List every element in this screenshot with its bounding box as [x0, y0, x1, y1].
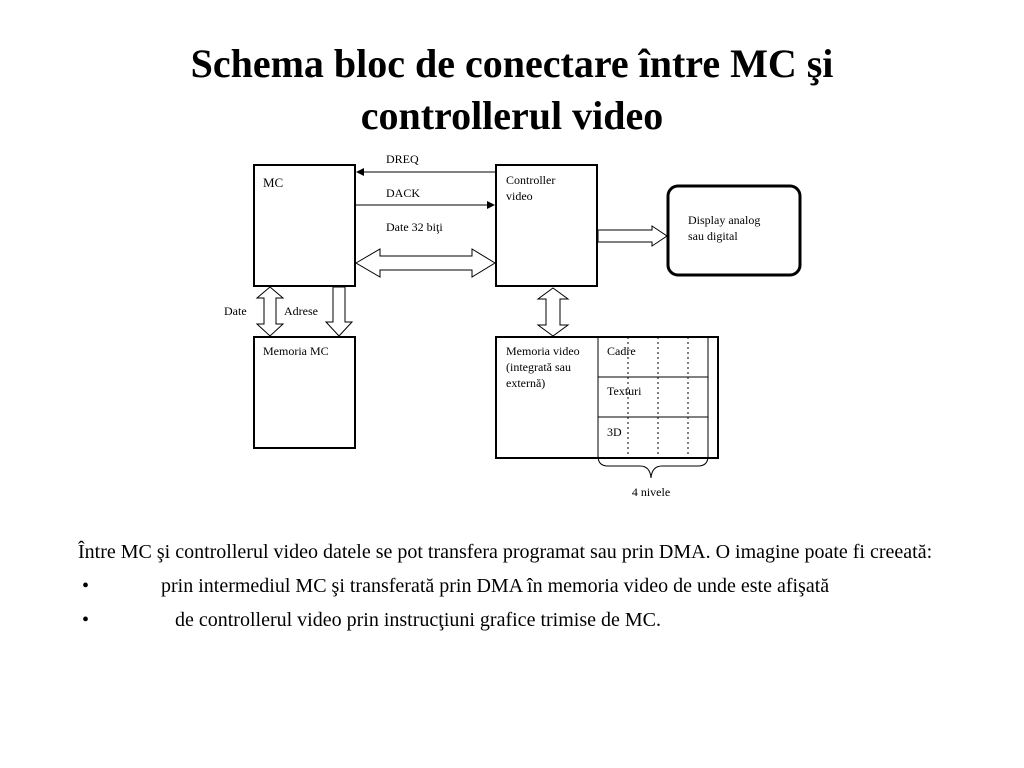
memoria-mc-label: Memoria MC: [263, 344, 329, 358]
cadre-label: Cadre: [607, 344, 636, 358]
memoria-video-box: [495, 336, 719, 459]
mc-memory-data-arrow: [255, 286, 285, 337]
display-label-line1: Display analog: [688, 213, 760, 227]
bullet-symbol: •: [82, 609, 90, 631]
adrese-label: Adrese: [284, 304, 318, 318]
body-text: Între MC şi controllerul video datele se…: [78, 536, 971, 638]
memory-layers-grid: [597, 337, 709, 458]
display-label-line2: sau digital: [688, 229, 738, 243]
intro-paragraph: Între MC şi controllerul video datele se…: [78, 541, 933, 563]
slide-title: Schema bloc de conectare între MC şi con…: [40, 38, 984, 142]
date32-label: Date 32 biţi: [386, 220, 443, 234]
block-diagram: MC Controller video Display analog sau d…: [224, 152, 802, 499]
levels-brace: [597, 455, 709, 479]
memoria-video-label-line2: (integrată sau: [506, 360, 571, 374]
date-label: Date: [224, 304, 247, 318]
mc-memory-address-arrow: [324, 286, 354, 337]
dack-label: DACK: [386, 186, 420, 200]
controller-video-box: [495, 164, 598, 287]
bullet-item-1: • prin intermediul MC şi transferată prin…: [78, 570, 971, 602]
memoria-video-label-line3: externă): [506, 376, 545, 390]
controller-display-arrow: [597, 225, 668, 247]
mc-label: MC: [263, 175, 283, 190]
data-bus-arrow: [355, 248, 496, 278]
bullet-1-text: prin intermediul MC şi transferată prin …: [161, 575, 830, 597]
3d-label: 3D: [607, 425, 622, 439]
display-box: [666, 184, 802, 277]
texturi-label: Texturi: [607, 384, 642, 398]
controller-vram-arrow: [536, 287, 570, 337]
controller-label-line2: video: [506, 189, 533, 203]
bullet-2-text: de controllerul video prin instrucţiuni …: [175, 609, 661, 631]
dreq-label: DREQ: [386, 152, 419, 166]
title-line-1: Schema bloc de conectare între MC şi: [190, 41, 834, 86]
bullet-symbol: •: [82, 575, 90, 597]
bullet-item-2: • de controllerul video prin instrucţiuni…: [78, 604, 971, 636]
memoria-mc-box: [253, 336, 356, 449]
title-line-2: controllerul video: [360, 93, 664, 138]
memoria-video-label-line1: Memoria video: [506, 344, 580, 358]
levels-label: 4 nivele: [632, 485, 670, 499]
mc-box: [253, 164, 356, 287]
controller-label-line1: Controller: [506, 173, 555, 187]
